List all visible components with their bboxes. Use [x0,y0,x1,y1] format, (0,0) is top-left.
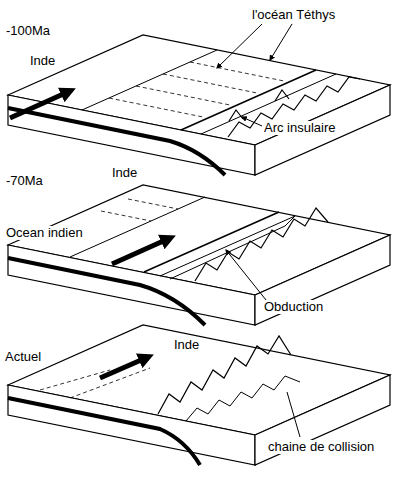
lithosphere-slab [8,108,225,175]
text-label: chaine de collision [266,440,376,454]
ocean-hatch [40,368,150,398]
mountain-range [228,77,360,137]
text-label: -100Ma [4,24,52,38]
side-face [255,235,390,325]
text-label: Obduction [262,300,325,314]
text-label: Inde [28,54,57,68]
lithosphere-slab [8,258,205,325]
block-present-details [8,336,300,465]
front-face [8,385,255,465]
mountain-range [195,208,328,281]
text-label: l'océan Téthys [250,8,337,22]
plate-motion-arrow [10,91,70,118]
lithosphere-slab [8,398,200,465]
text-label: Inde [172,338,201,352]
mountain-range [158,336,291,414]
margin-line [82,50,217,110]
plate-motion-arrow [112,238,170,264]
block-100ma [8,35,390,175]
ophiolite-wedge [160,216,295,279]
leader-line [287,392,300,437]
plate-motion-arrow [100,357,148,378]
text-label: -70Ma [4,174,45,188]
leader-arrow [226,250,266,300]
margin-line [70,197,205,257]
mountain-range [186,376,300,421]
leader-arrow [270,24,292,60]
block-present [8,325,390,465]
block-70ma [8,185,390,325]
leader-arrow [217,24,262,68]
block-70ma-details [8,197,328,325]
text-label: Arc insulaire [262,121,338,135]
text-label: Actuel [3,350,43,364]
leader-arrow [242,117,262,126]
front-face [8,95,255,175]
ocean-hatch [101,199,178,221]
side-face [255,85,390,175]
text-label: Inde [110,166,139,180]
block-100ma-details [8,24,360,175]
text-label: Ocean indien [4,226,85,240]
